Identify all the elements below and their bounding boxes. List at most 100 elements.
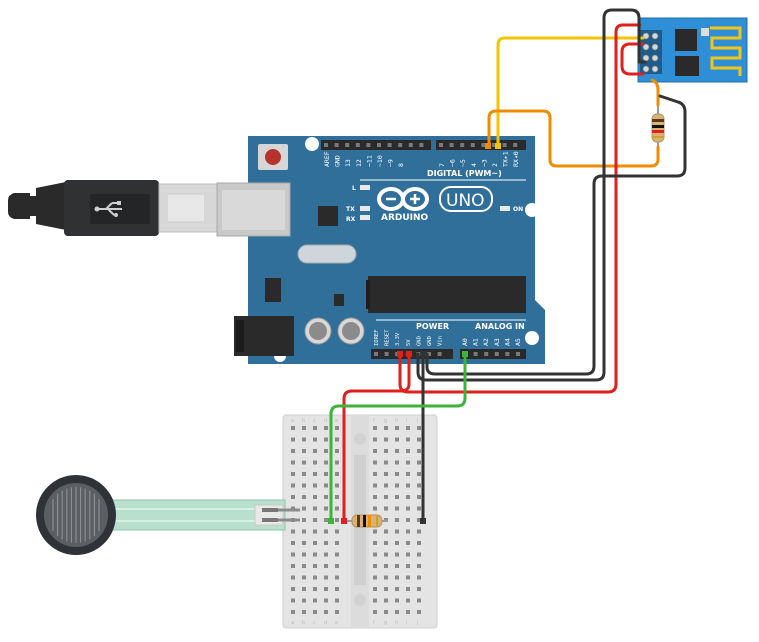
breadboard-hole[interactable] bbox=[395, 575, 399, 580]
breadboard-hole[interactable] bbox=[291, 564, 295, 568]
breadboard-hole[interactable] bbox=[291, 541, 295, 545]
breadboard-hole[interactable] bbox=[373, 541, 377, 545]
breadboard-hole[interactable] bbox=[302, 506, 306, 511]
breadboard-hole[interactable] bbox=[291, 460, 295, 465]
breadboard-hole[interactable] bbox=[324, 472, 328, 476]
breadboard-hole[interactable] bbox=[395, 460, 399, 465]
breadboard-hole[interactable] bbox=[291, 483, 295, 488]
breadboard-hole[interactable] bbox=[406, 610, 410, 614]
breadboard-hole[interactable] bbox=[417, 529, 421, 534]
header-pin[interactable] bbox=[437, 352, 442, 356]
breadboard-hole[interactable] bbox=[417, 598, 421, 603]
breadboard-hole[interactable] bbox=[373, 460, 377, 465]
breadboard-hole[interactable] bbox=[324, 518, 328, 522]
breadboard-hole[interactable] bbox=[313, 552, 317, 557]
header-pin[interactable] bbox=[427, 352, 431, 356]
breadboard-hole[interactable] bbox=[395, 598, 399, 603]
breadboard-hole[interactable] bbox=[373, 587, 377, 591]
esp-pin[interactable] bbox=[651, 43, 659, 51]
breadboard-hole[interactable] bbox=[302, 437, 306, 442]
breadboard-hole[interactable] bbox=[406, 483, 410, 488]
header-pin[interactable] bbox=[334, 143, 339, 147]
breadboard-hole[interactable] bbox=[384, 552, 388, 557]
breadboard-hole[interactable] bbox=[406, 575, 410, 580]
breadboard-hole[interactable] bbox=[313, 460, 317, 465]
breadboard-hole[interactable] bbox=[313, 610, 317, 614]
breadboard-hole[interactable] bbox=[313, 564, 317, 568]
breadboard-hole[interactable] bbox=[373, 472, 377, 476]
breadboard-hole[interactable] bbox=[302, 598, 306, 603]
breadboard-hole[interactable] bbox=[324, 587, 328, 591]
header-pin[interactable] bbox=[419, 143, 424, 147]
breadboard-hole[interactable] bbox=[335, 472, 339, 476]
breadboard-hole[interactable] bbox=[384, 449, 388, 453]
breadboard-hole[interactable] bbox=[406, 541, 410, 545]
breadboard-hole[interactable] bbox=[406, 518, 410, 522]
force-sensitive-resistor[interactable] bbox=[36, 475, 300, 555]
header-pin[interactable] bbox=[449, 143, 454, 147]
header-pin[interactable] bbox=[494, 352, 499, 356]
breadboard-hole[interactable] bbox=[406, 564, 410, 568]
breadboard-hole[interactable] bbox=[313, 541, 317, 545]
breadboard-hole[interactable] bbox=[335, 449, 339, 453]
breadboard-hole[interactable] bbox=[417, 483, 421, 488]
esp-pin[interactable] bbox=[642, 65, 650, 73]
breadboard-hole[interactable] bbox=[417, 541, 421, 545]
breadboard-hole[interactable] bbox=[384, 564, 388, 568]
breadboard-hole[interactable] bbox=[417, 552, 421, 557]
breadboard-hole[interactable] bbox=[324, 552, 328, 557]
breadboard-hole[interactable] bbox=[313, 449, 317, 453]
breadboard-hole[interactable] bbox=[384, 483, 388, 488]
breadboard-hole[interactable] bbox=[417, 472, 421, 476]
breadboard-hole[interactable] bbox=[324, 575, 328, 580]
breadboard-hole[interactable] bbox=[313, 495, 317, 499]
breadboard-hole[interactable] bbox=[313, 483, 317, 488]
header-pin[interactable] bbox=[384, 352, 389, 356]
breadboard-hole[interactable] bbox=[313, 472, 317, 476]
breadboard-hole[interactable] bbox=[291, 472, 295, 476]
breadboard-hole[interactable] bbox=[373, 598, 377, 603]
breadboard-hole[interactable] bbox=[335, 610, 339, 614]
header-pin[interactable] bbox=[516, 352, 520, 356]
header-pin[interactable] bbox=[387, 143, 392, 147]
breadboard-hole[interactable] bbox=[406, 587, 410, 591]
breadboard-hole[interactable] bbox=[384, 529, 388, 534]
breadboard-hole[interactable] bbox=[395, 437, 399, 442]
breadboard-hole[interactable] bbox=[302, 495, 306, 499]
breadboard-hole[interactable] bbox=[395, 426, 399, 430]
header-pin[interactable] bbox=[366, 143, 371, 147]
breadboard-hole[interactable] bbox=[373, 437, 377, 442]
header-pin[interactable] bbox=[502, 143, 507, 147]
breadboard-hole[interactable] bbox=[302, 472, 306, 476]
breadboard-hole[interactable] bbox=[324, 426, 328, 430]
breadboard-hole[interactable] bbox=[417, 587, 421, 591]
breadboard-hole[interactable] bbox=[417, 495, 421, 499]
breadboard-hole[interactable] bbox=[335, 575, 339, 580]
header-pin[interactable] bbox=[398, 143, 403, 147]
breadboard-hole[interactable] bbox=[313, 518, 317, 522]
breadboard-hole[interactable] bbox=[302, 564, 306, 568]
breadboard-hole[interactable] bbox=[406, 437, 410, 442]
breadboard-hole[interactable] bbox=[395, 610, 399, 614]
breadboard-hole[interactable] bbox=[395, 552, 399, 557]
breadboard-hole[interactable] bbox=[384, 426, 388, 430]
header-pin[interactable] bbox=[324, 143, 328, 147]
breadboard-hole[interactable] bbox=[395, 449, 399, 453]
breadboard-hole[interactable] bbox=[406, 506, 410, 511]
breadboard-hole[interactable] bbox=[324, 437, 328, 442]
esp-pin[interactable] bbox=[642, 54, 650, 62]
breadboard-hole[interactable] bbox=[406, 598, 410, 603]
breadboard-hole[interactable] bbox=[324, 495, 328, 499]
breadboard-hole[interactable] bbox=[324, 541, 328, 545]
header-pin[interactable] bbox=[408, 143, 413, 147]
breadboard-hole[interactable] bbox=[384, 610, 388, 614]
breadboard-hole[interactable] bbox=[395, 518, 399, 522]
breadboard-hole[interactable] bbox=[373, 610, 377, 614]
breadboard-hole[interactable] bbox=[406, 529, 410, 534]
breadboard-hole[interactable] bbox=[302, 449, 306, 453]
breadboard-hole[interactable] bbox=[395, 472, 399, 476]
breadboard-hole[interactable] bbox=[313, 587, 317, 591]
header-pin[interactable] bbox=[374, 352, 378, 356]
breadboard-hole[interactable] bbox=[302, 529, 306, 534]
breadboard-hole[interactable] bbox=[335, 495, 339, 499]
